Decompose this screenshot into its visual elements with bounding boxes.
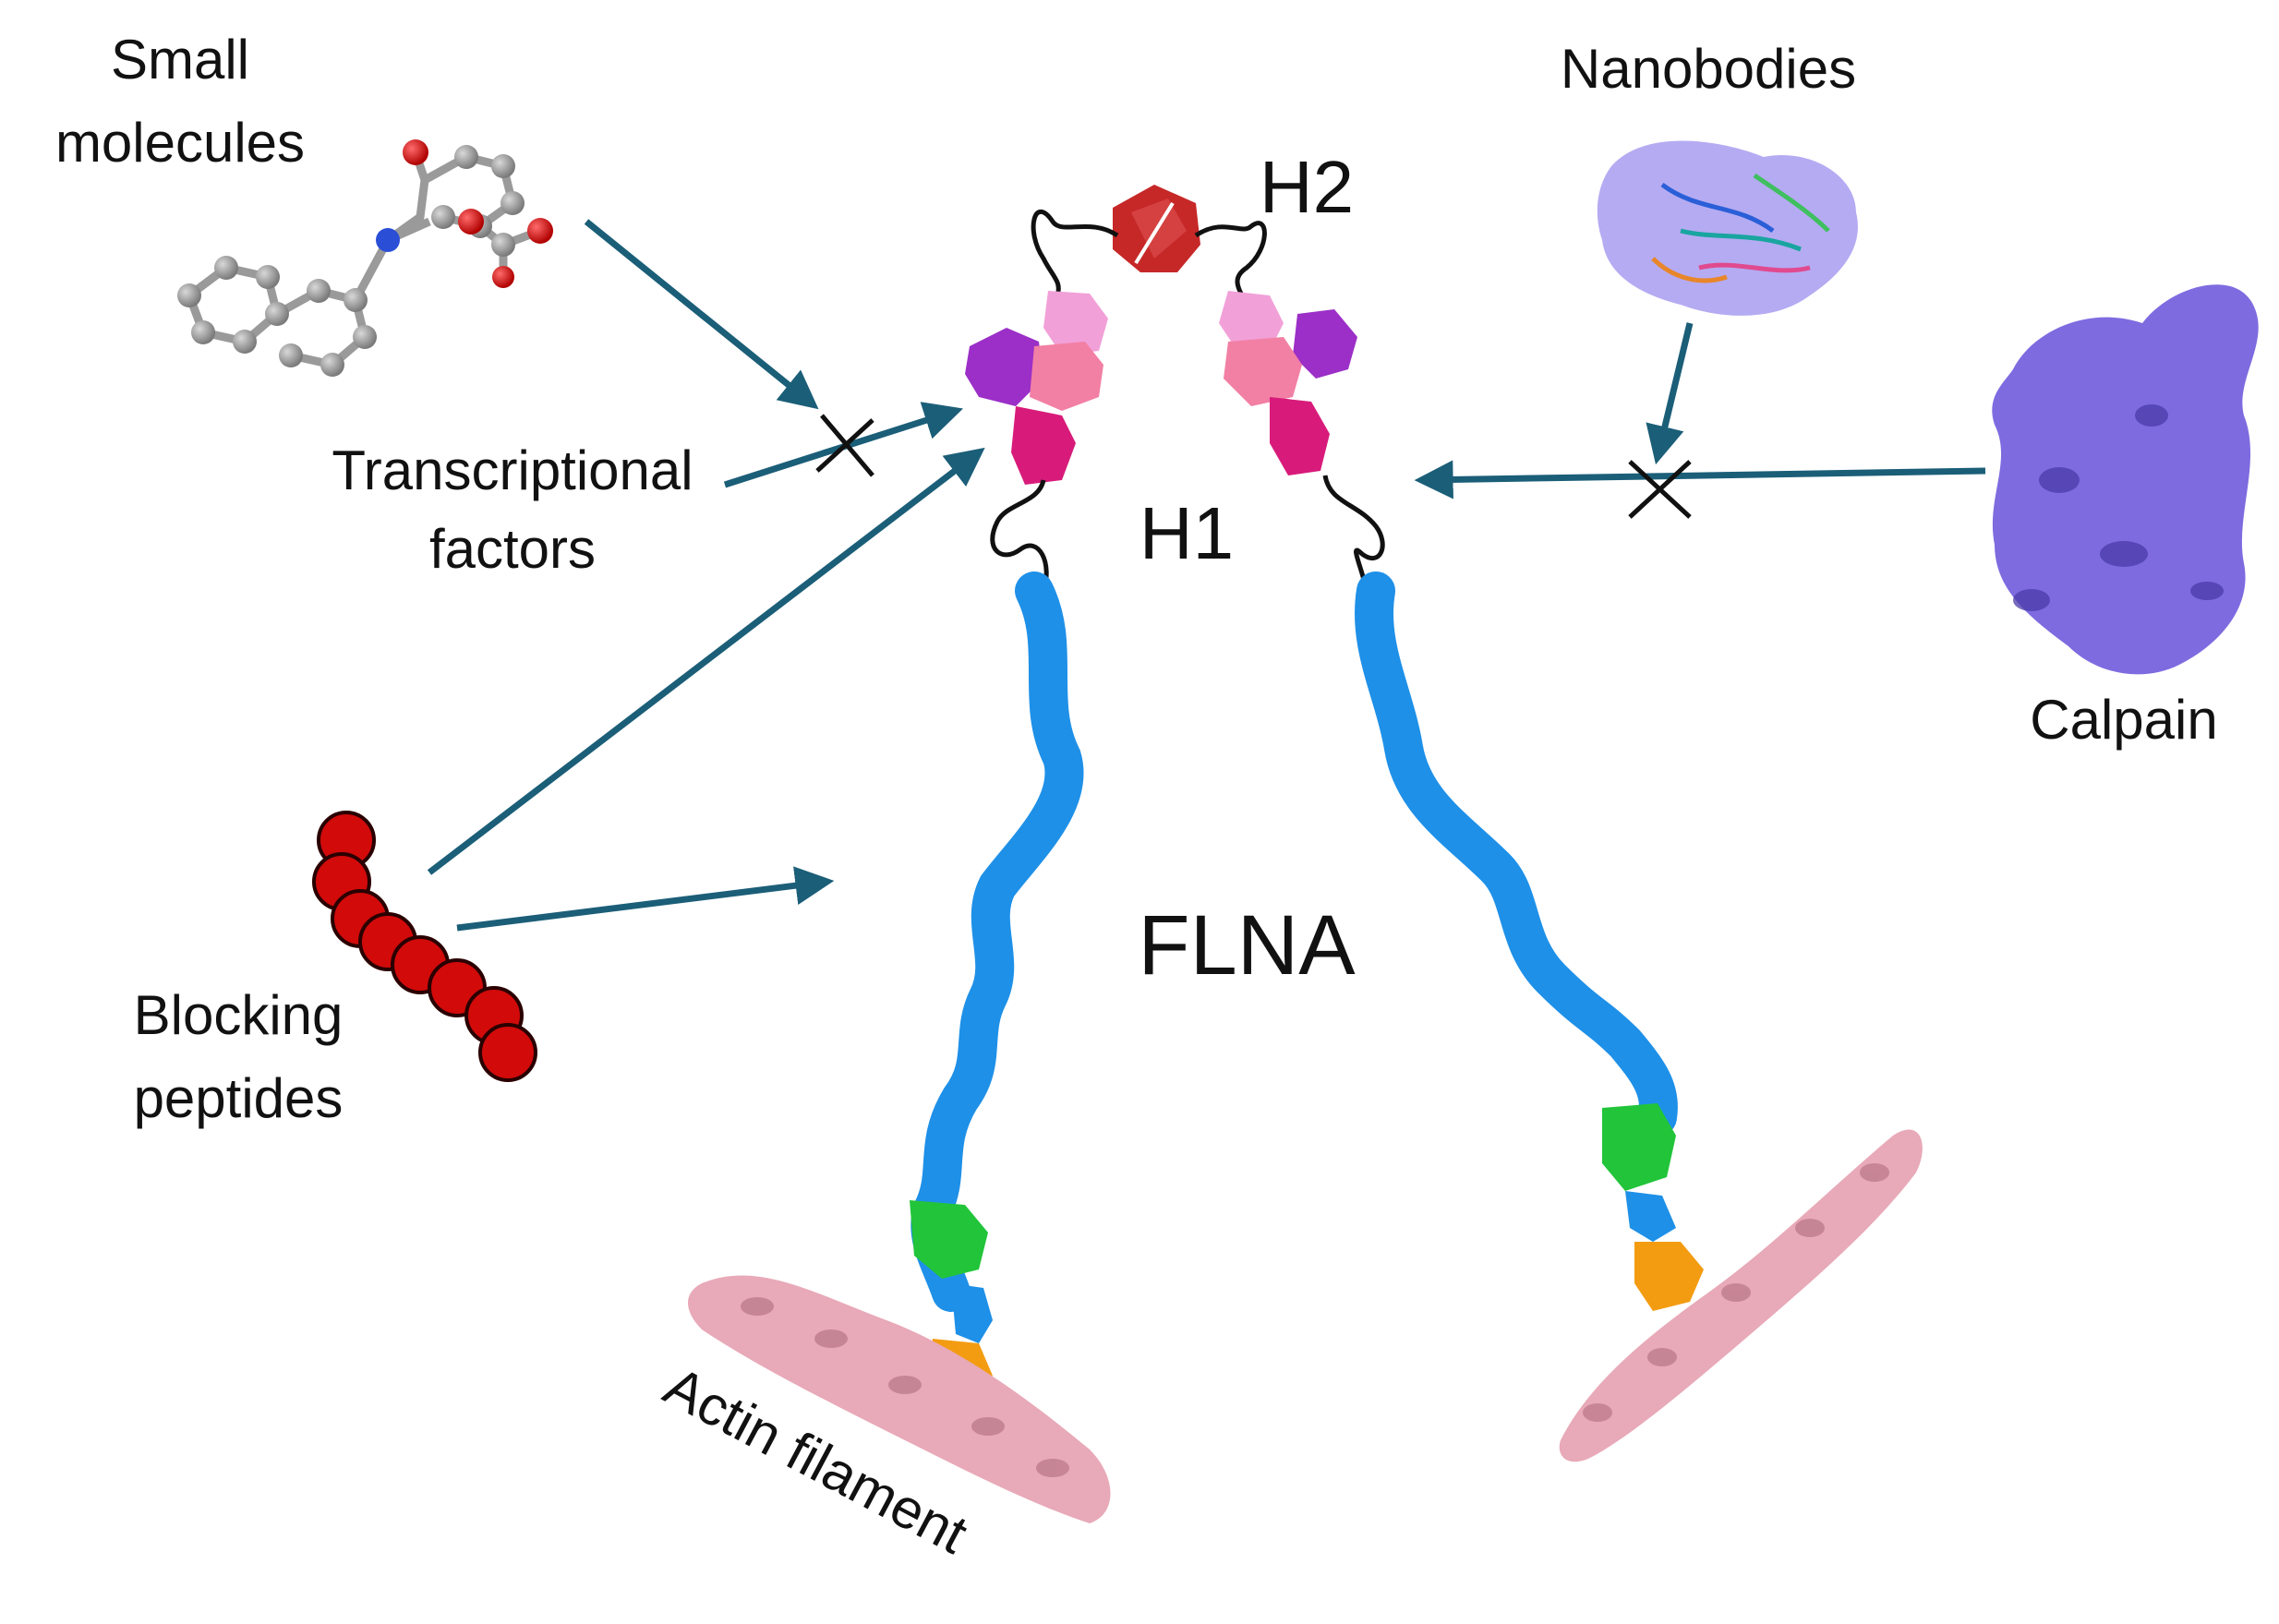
blocking-peptides-label: Blocking — [134, 984, 344, 1046]
hinge-h1-linker-left — [990, 479, 1049, 592]
hinge-h1-linker-right — [1322, 475, 1385, 592]
arrow-nanobody — [1646, 322, 1694, 465]
calpain-surface-icon — [1992, 284, 2259, 675]
left-hinge-cluster — [965, 291, 1108, 485]
nanobodies-label: Nanobodies — [1561, 38, 1856, 100]
hinge-linker-top-right — [1194, 221, 1267, 297]
dimerization-domain — [1113, 185, 1200, 272]
h1-label: H1 — [1140, 492, 1234, 574]
left-rod-domain — [910, 571, 1084, 1312]
blocking-peptides-label-2: peptides — [134, 1067, 344, 1129]
right-hinge-cluster — [1219, 291, 1357, 475]
arrows-right — [1414, 322, 1986, 499]
arrow-calpain-to-hinge — [1414, 460, 1986, 499]
small-molecules-label: Small — [111, 29, 249, 90]
calpain-label: Calpain — [2030, 689, 2217, 751]
right-actin-filament — [1559, 1129, 1923, 1462]
arrow-peptide-to-rod — [456, 866, 835, 932]
x-block-icon-right — [1628, 460, 1692, 519]
flna-label: FLNA — [1138, 898, 1356, 992]
h2-label: H2 — [1260, 146, 1354, 228]
left-actin-filament — [688, 1275, 1111, 1523]
arrow-small-molecule — [584, 219, 819, 410]
hinge-linker-top-left — [1031, 209, 1119, 296]
right-rod-domain — [1355, 571, 1678, 1137]
x-block-icon — [815, 414, 874, 477]
arrow-peptide-to-hinge — [427, 447, 985, 875]
arrows-left — [427, 219, 985, 932]
transcriptional-factors-label-2: factors — [429, 518, 596, 580]
right-actin-binding-domain — [1602, 1103, 1704, 1311]
peptide-chain-icon — [312, 811, 537, 1082]
flna-dimer — [688, 185, 1923, 1523]
transcriptional-factors-label: Transcriptional — [332, 439, 693, 501]
ball-and-stick-molecule-icon — [177, 139, 553, 377]
small-molecules-label-2: molecules — [55, 112, 305, 174]
nanobody-surface-icon — [1597, 140, 1858, 316]
